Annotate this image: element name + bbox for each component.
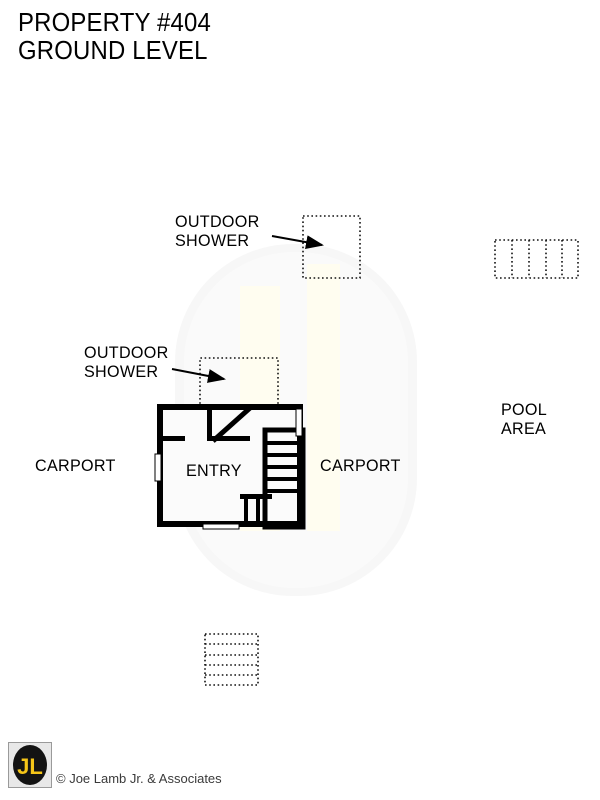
page-title: PROPERTY #404 GROUND LEVEL	[18, 8, 228, 64]
column-band-right	[307, 264, 340, 531]
label-carport-right: CARPORT	[320, 456, 401, 475]
interior-staircase	[240, 427, 306, 530]
bottom-door-opening	[202, 523, 240, 530]
arrow-outdoor-shower-mid	[171, 368, 226, 383]
label-carport-left: CARPORT	[35, 456, 116, 475]
right-window-opening	[295, 408, 303, 437]
copyright-text: © Joe Lamb Jr. & Associates	[56, 771, 222, 786]
label-entry: ENTRY	[186, 461, 242, 480]
outdoor-shower-enclosure-mid	[199, 357, 279, 408]
title-line-property: PROPERTY #404	[18, 7, 211, 37]
pool-deck-steps-right	[494, 239, 579, 279]
footer: JL © Joe Lamb Jr. & Associates	[8, 742, 408, 794]
joe-lamb-logo: JL	[8, 742, 52, 788]
wall-openings	[154, 408, 303, 530]
exterior-stairs-bottom	[204, 633, 259, 686]
logo-initials: JL	[17, 754, 43, 779]
title-line-level: GROUND LEVEL	[18, 35, 208, 66]
label-pool-area: POOL AREA	[501, 400, 548, 439]
label-outdoor-shower-top: OUTDOOR SHOWER	[175, 212, 260, 251]
left-window-opening	[154, 453, 162, 482]
interior-partitions	[163, 406, 252, 443]
logo-mark: JL	[13, 745, 47, 785]
outdoor-shower-enclosure-top	[302, 215, 361, 279]
arrow-outdoor-shower-top	[271, 235, 324, 250]
label-outdoor-shower-mid: OUTDOOR SHOWER	[84, 343, 169, 382]
